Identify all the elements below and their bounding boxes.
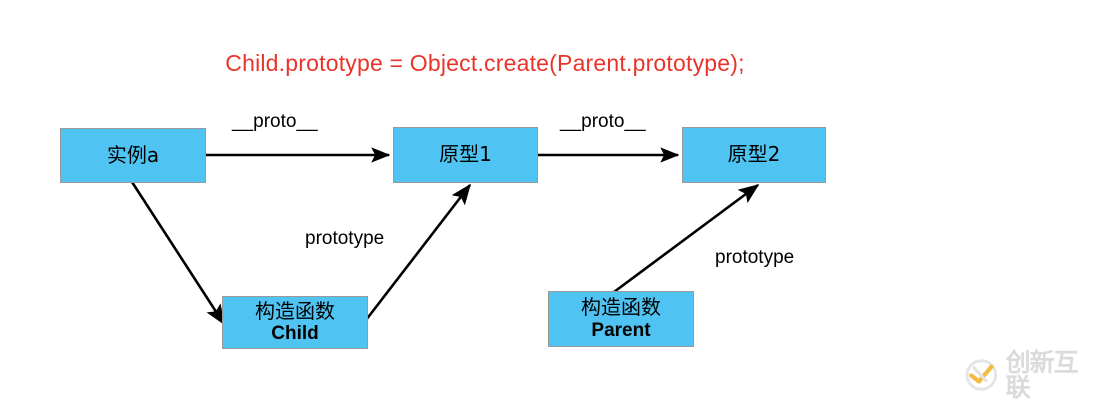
edge-label-prototype-parent: prototype bbox=[715, 247, 795, 268]
node-instance-a-label: 实例a bbox=[106, 142, 160, 167]
node-constructor-parent-label-en: Parent bbox=[591, 319, 651, 341]
node-instance-a[interactable]: 实例a bbox=[60, 128, 206, 183]
node-constructor-parent-label-cn: 构造函数 bbox=[581, 295, 661, 319]
watermark-text: 创新互联 bbox=[1005, 348, 1079, 402]
arrow-ctor-child-to-proto1 bbox=[364, 183, 472, 321]
node-prototype-1-label: 原型1 bbox=[439, 142, 492, 167]
arrow-ctor-parent-to-proto2 bbox=[613, 183, 760, 294]
node-constructor-child-label-cn: 构造函数 bbox=[255, 298, 335, 323]
node-prototype-2-label: 原型2 bbox=[727, 142, 781, 167]
node-prototype-2[interactable]: 原型2 bbox=[682, 127, 826, 183]
node-constructor-parent[interactable]: 构造函数 Parent bbox=[548, 291, 694, 347]
arrow-instance-to-ctor-child bbox=[130, 181, 226, 326]
diagram-title: Child.prototype = Object.create(Parent.p… bbox=[225, 50, 745, 76]
node-constructor-child[interactable]: 构造函数 Child bbox=[222, 296, 368, 349]
watermark: 创新互联 bbox=[962, 348, 1094, 402]
edge-label-proto-link-2: __proto__ bbox=[560, 111, 646, 132]
edge-label-prototype-child: prototype bbox=[305, 228, 385, 249]
node-constructor-child-label-en: Child bbox=[271, 323, 319, 345]
circle-swoosh-logo-icon bbox=[965, 359, 998, 391]
node-prototype-1[interactable]: 原型1 bbox=[393, 127, 538, 183]
edge-label-proto-link-1: __proto__ bbox=[232, 111, 318, 132]
